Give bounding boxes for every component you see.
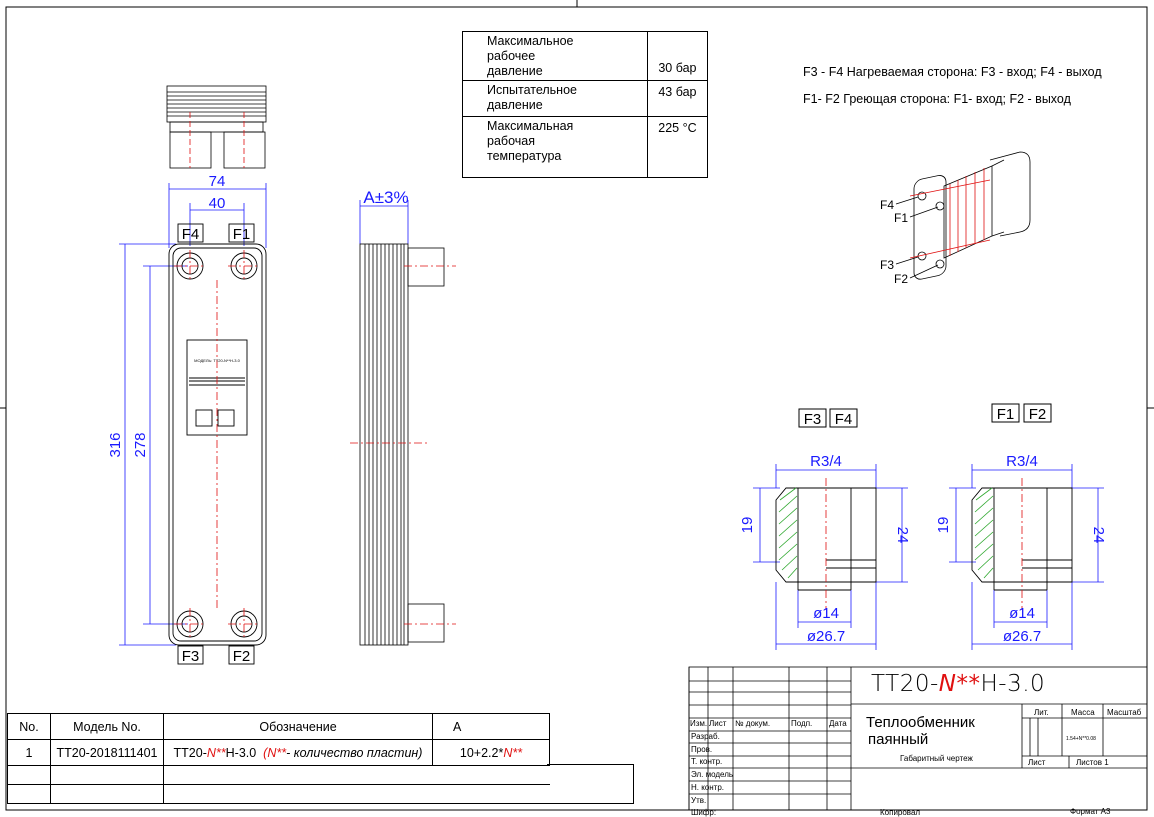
col-label-doc: № докум. bbox=[735, 719, 771, 728]
port-label-f1: F1 bbox=[233, 226, 251, 243]
sheets-label: Листов 1 bbox=[1076, 758, 1109, 767]
detail1-dim-14: ø14 bbox=[813, 605, 839, 622]
spec-label-max-temperature: Максимальная рабочая температура bbox=[462, 115, 648, 179]
spec-label-max-pressure: Максимальное рабочее давление bbox=[462, 30, 648, 82]
iso-label-f2: F2 bbox=[894, 272, 908, 286]
port-label-f4: F4 bbox=[182, 226, 200, 243]
row-label-approved: Утв. bbox=[691, 796, 707, 805]
bom-cell-model: TT20-2018111401 bbox=[50, 739, 164, 766]
designation-n: N** bbox=[206, 745, 226, 760]
detail1-dim-24: 24 bbox=[894, 527, 911, 544]
spec-label-test-pressure: Испытательное давление bbox=[462, 80, 648, 117]
format-label: Формат A3 bbox=[1070, 807, 1111, 816]
dim-a: A±3% bbox=[363, 188, 408, 207]
detail1-thread: R3/4 bbox=[810, 453, 842, 470]
detail2-thread: R3/4 bbox=[1006, 453, 1038, 470]
spec-label-line: Максимальная bbox=[487, 118, 574, 133]
port-label-f2: F2 bbox=[233, 648, 251, 665]
connection-detail-f1-f2: F1 F2 bbox=[935, 403, 1107, 650]
spec-label-line: рабочее bbox=[487, 49, 536, 63]
spec-table: Максимальное рабочее давление 30 бар Исп… bbox=[462, 30, 709, 179]
dim-40: 40 bbox=[209, 195, 226, 212]
title-designation-suffix: H-3.0 bbox=[980, 671, 1046, 697]
col-label-date: Дата bbox=[829, 719, 847, 728]
front-view: F4 F1 F3 F2 74 40 316 278 МОДЕЛЬ: ТТ20-N… bbox=[107, 173, 267, 665]
connection-detail-f3-f4: F3 F4 bbox=[739, 408, 911, 650]
dim-278: 278 bbox=[132, 432, 149, 457]
spec-label-line: давление bbox=[487, 98, 543, 113]
port-label-f3: F3 bbox=[182, 648, 200, 665]
col-label-izm: Изм. bbox=[690, 719, 708, 728]
note-heating-side: F1- F2 Греющая сторона: F1- вход; F2 - в… bbox=[803, 92, 1071, 106]
mass-value: 1.54+N**0.08 bbox=[1066, 736, 1096, 742]
detail2-title-f2: F2 bbox=[1029, 406, 1047, 423]
iso-label-f1: F1 bbox=[894, 211, 908, 225]
detail1-title-f3: F3 bbox=[804, 411, 822, 428]
top-view bbox=[166, 85, 267, 169]
detail2-dim-26: ø26.7 bbox=[1003, 628, 1041, 645]
sheet-label: Лист bbox=[1028, 758, 1046, 767]
iso-view bbox=[895, 151, 1031, 280]
lit-label: Лит. bbox=[1034, 708, 1049, 717]
col-label-sign: Подп. bbox=[791, 719, 813, 728]
title-designation-n: N** bbox=[938, 671, 981, 697]
spec-label-line: температура bbox=[487, 148, 562, 163]
col-label-list: Лист bbox=[709, 719, 727, 728]
designation-note-rest: - количество пластин) bbox=[286, 745, 423, 760]
detail1-dim-26: ø26.7 bbox=[807, 628, 845, 645]
bom-extension bbox=[547, 764, 634, 804]
note-heated-side: F3 - F4 Нагреваемая сторона: F3 - вход; … bbox=[803, 65, 1102, 79]
title-name-line2: паянный bbox=[868, 731, 929, 748]
detail1-dim-19: 19 bbox=[739, 517, 756, 534]
spec-value-max-pressure: 30 бар bbox=[646, 30, 709, 82]
spec-value-max-temperature: 225 °C bbox=[646, 115, 709, 179]
a-n: N** bbox=[503, 745, 523, 760]
row-label-el-model: Эл. модель bbox=[691, 770, 734, 779]
detail2-title-f1: F1 bbox=[997, 406, 1015, 423]
title-subtitle: Габаритный чертеж bbox=[900, 754, 973, 763]
designation-prefix: TT20- bbox=[173, 745, 207, 760]
detail2-dim-19: 19 bbox=[935, 517, 952, 534]
a-prefix: 10+2.2* bbox=[459, 745, 504, 760]
bom-header-model: Модель No. bbox=[50, 713, 164, 740]
title-designation: TT20-N**H-3.0 bbox=[871, 671, 1045, 697]
spec-label-line: Испытательное bbox=[487, 83, 577, 98]
bom-header-a: A bbox=[432, 713, 550, 740]
spec-label-line: рабочая bbox=[487, 133, 535, 148]
mass-label: Масса bbox=[1071, 708, 1095, 717]
row-label-checked: Пров. bbox=[691, 745, 713, 754]
designation-suffix: H-3.0 bbox=[225, 745, 257, 760]
row-label-developed: Разраб. bbox=[691, 732, 720, 741]
bom-table: No. Модель No. Обозначение A 1 TT20-2018… bbox=[7, 713, 550, 804]
bom-header-no: No. bbox=[7, 713, 51, 740]
title-designation-prefix: TT20- bbox=[871, 671, 939, 697]
spec-label-line: Максимальное bbox=[487, 34, 574, 48]
designation-note-open: ( bbox=[263, 745, 268, 760]
title-name-line1: Теплообменник bbox=[866, 714, 975, 731]
detail2-dim-14: ø14 bbox=[1009, 605, 1035, 622]
iso-label-f4: F4 bbox=[880, 198, 894, 212]
spec-value-test-pressure: 43 бар bbox=[646, 80, 709, 117]
row-label-tech-control: Т. контр. bbox=[691, 757, 723, 766]
spec-label-line: давление bbox=[487, 64, 543, 78]
dim-74: 74 bbox=[209, 173, 226, 190]
detail1-title-f4: F4 bbox=[835, 411, 853, 428]
detail2-dim-24: 24 bbox=[1090, 527, 1107, 544]
bom-cell-designation: TT20-N**H-3.0 (N**- количество пластин) bbox=[163, 739, 433, 766]
iso-label-f3: F3 bbox=[880, 258, 894, 272]
side-view: A±3% bbox=[350, 188, 456, 646]
bom-header-designation: Обозначение bbox=[163, 713, 433, 740]
cipher-label: Шифр: bbox=[691, 808, 717, 817]
row-label-norm-control: Н. контр. bbox=[691, 783, 725, 792]
dim-316: 316 bbox=[107, 432, 124, 457]
copied-label: Копировал bbox=[880, 808, 921, 817]
plate-label: МОДЕЛЬ: ТТ20-N**H-3.0 bbox=[194, 358, 240, 363]
bom-cell-a: 10+2.2*N** bbox=[432, 739, 550, 766]
title-block-grid bbox=[688, 666, 1148, 811]
scale-label: Масштаб bbox=[1107, 708, 1142, 717]
bom-cell-no: 1 bbox=[7, 739, 51, 766]
designation-note-n: N** bbox=[267, 745, 287, 760]
